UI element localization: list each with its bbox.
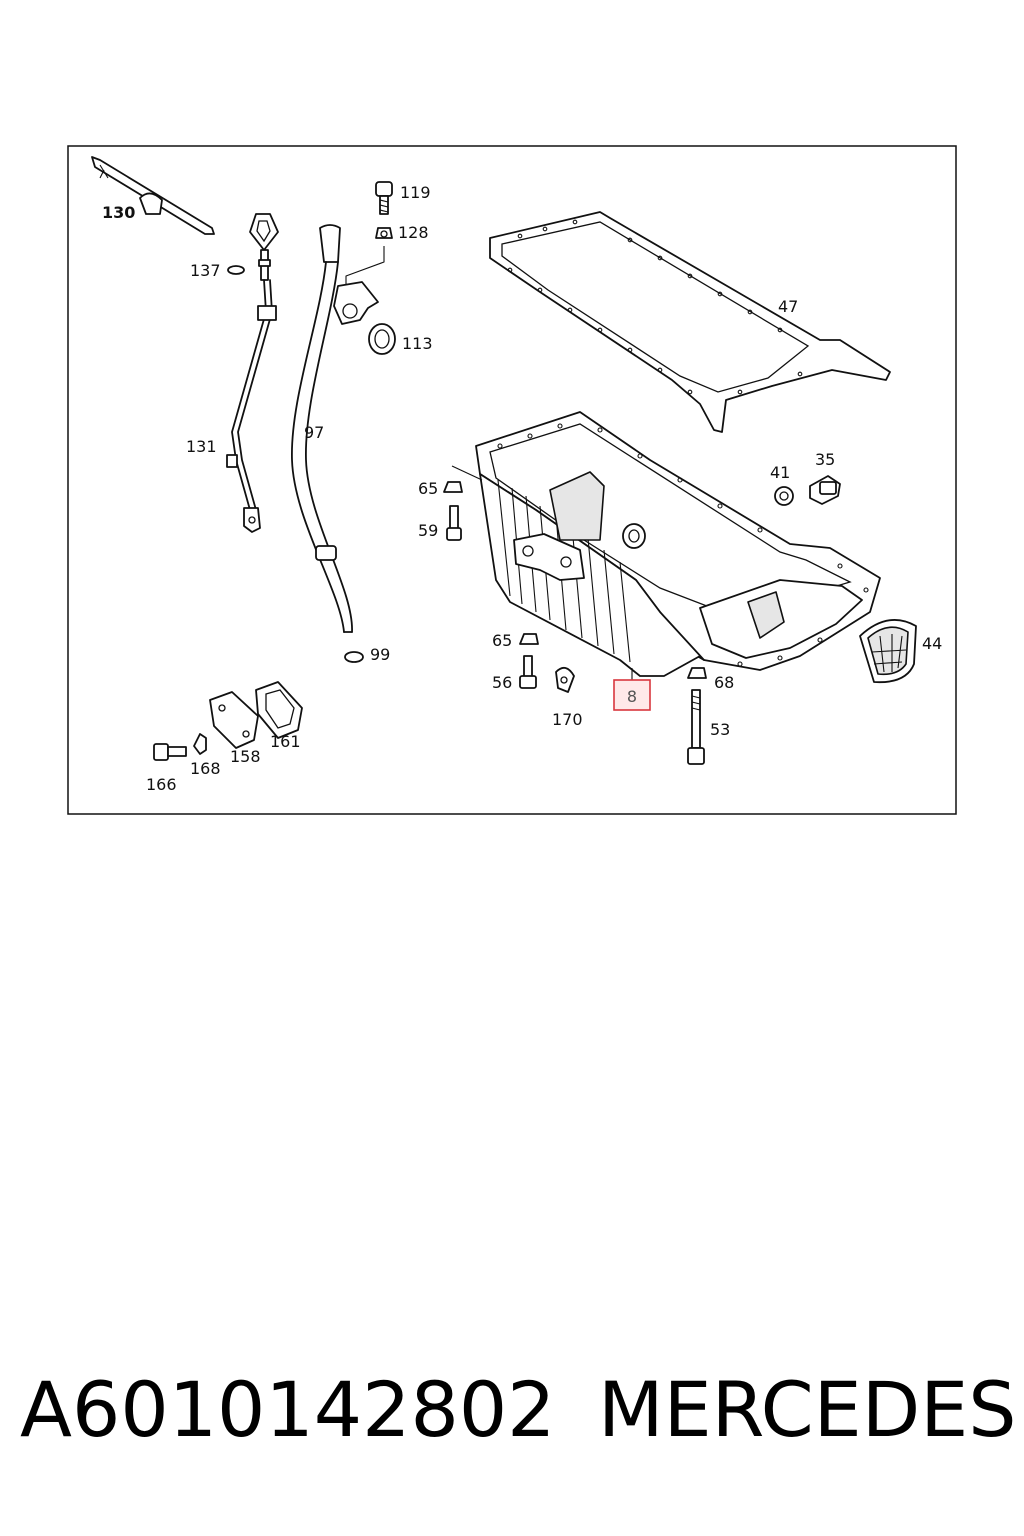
callout-97: 97 [304,423,324,442]
part-113-grommet-drawing [368,323,396,355]
part-44-cover-drawing [859,619,917,684]
callout-56: 56 [492,673,512,692]
callout-119: 119 [400,183,431,202]
part-number: A6010142802 [20,1365,556,1454]
callout-158: 158 [230,747,261,766]
highlighted-callout-8[interactable]: 8 [613,679,651,711]
callout-128: 128 [398,223,429,242]
part-53-bolt-drawing [687,689,705,765]
callout-53: 53 [710,720,730,739]
callout-59: 59 [418,521,438,540]
callout-130: 130 [102,203,135,222]
part-97-drawing [291,224,353,633]
part-35-plug-drawing [809,475,841,505]
callout-35: 35 [815,450,835,469]
part-170-clip-drawing [555,666,575,693]
diagram-frame [67,145,957,815]
part-119-bolt-drawing [375,181,393,215]
part-56-bolt-drawing [519,655,537,689]
callout-113: 113 [402,334,433,353]
part-99-ring [344,651,364,663]
part-128-washer-drawing [375,227,393,239]
callout-65-lower: 65 [492,631,512,650]
callout-44: 44 [922,634,942,653]
callout-99: 99 [370,645,390,664]
part-130-drawing [91,156,215,235]
bracket-drawing [333,246,385,325]
part-168-washer [193,733,207,755]
part-166-bolt-drawing [153,743,187,761]
callout-161: 161 [270,732,301,751]
part-8-oil-pan-drawing [451,411,881,680]
callout-166: 166 [146,775,177,794]
part-65-washer-upper [443,481,463,493]
highlight-box [613,679,651,711]
callout-41: 41 [770,463,790,482]
callout-47: 47 [778,297,798,316]
part-47-gasket-drawing [489,211,891,433]
callout-168: 168 [190,759,221,778]
callout-131: 131 [186,437,217,456]
part-158-plate-drawing [209,691,259,749]
part-65-washer-lower [519,633,539,645]
brand-name: MERCEDES [598,1365,1017,1454]
part-161-gasket-drawing [255,681,303,739]
part-137-ring [227,265,245,275]
part-59-bolt-drawing [446,505,462,541]
callout-65-upper: 65 [418,479,438,498]
callout-8: 8 [627,687,637,706]
part-131-drawing [226,213,279,533]
part-41-washer-drawing [774,486,794,506]
callout-68: 68 [714,673,734,692]
callout-137: 137 [190,261,221,280]
part-68-washer [687,667,707,679]
callout-170: 170 [552,710,583,729]
